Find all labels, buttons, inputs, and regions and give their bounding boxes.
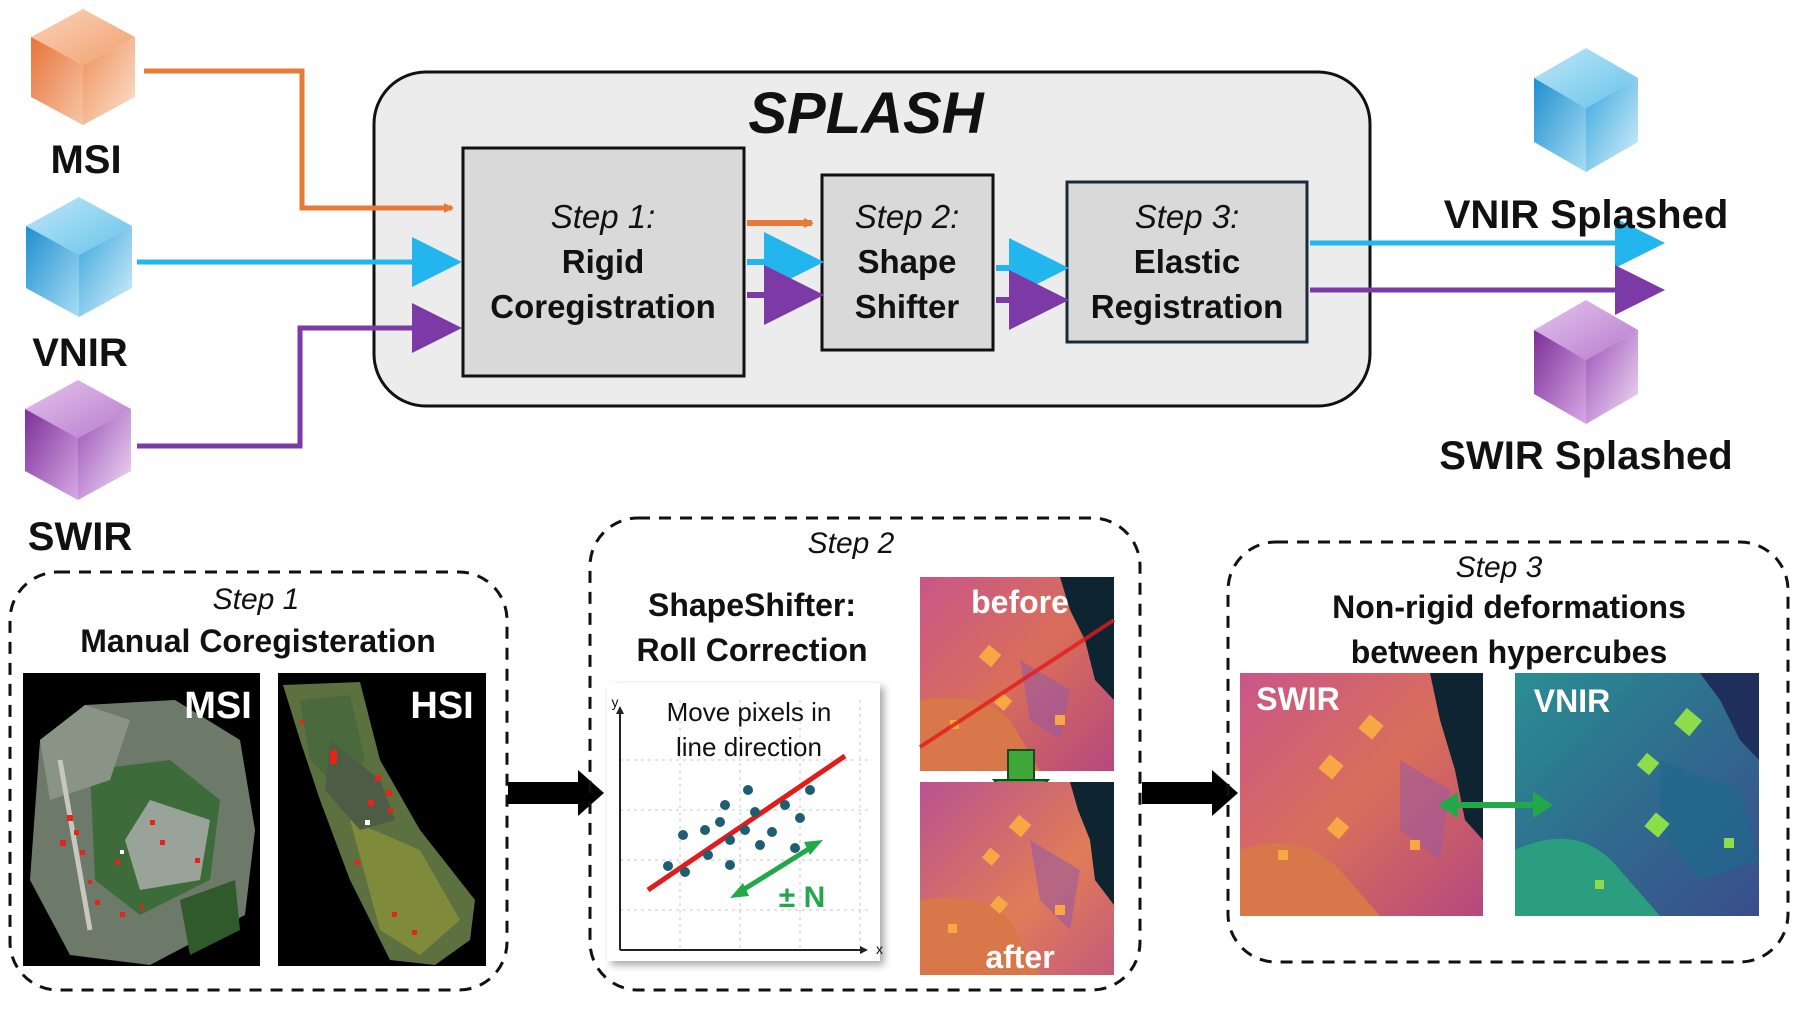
panel1-step: Step 1 <box>213 583 300 616</box>
swir-splashed-label: SWIR Splashed <box>1439 434 1732 478</box>
green-double-arrow-icon-2 <box>1438 792 1553 818</box>
step1-box <box>461 146 746 378</box>
panel3-title-line2: between hypercubes <box>1351 634 1668 670</box>
swir-cube-icon <box>25 380 131 500</box>
panel3-step: Step 3 <box>1456 551 1543 584</box>
splash-title: SPLASH <box>748 81 984 146</box>
step2-box <box>820 173 995 352</box>
msi-cube-icon <box>31 9 135 125</box>
vnir-cube-icon <box>26 197 132 317</box>
step2-line2: Shifter <box>855 288 960 325</box>
swir-splashed-cube-icon <box>1534 300 1638 424</box>
swir-image-label: SWIR <box>1256 681 1340 717</box>
shift-label: ± N <box>779 881 825 914</box>
panel3-frame <box>1226 540 1790 964</box>
vnir-label: VNIR <box>32 331 128 375</box>
panel1-title: Manual Coregisteration <box>80 623 436 659</box>
step1-line1: Rigid <box>562 243 644 280</box>
step3-label: Step 3: <box>1135 198 1240 235</box>
plot-axis-y: y <box>612 694 619 710</box>
panel2-step: Step 2 <box>808 527 895 560</box>
vnir-viridis-image <box>1515 673 1759 916</box>
vnir-splashed-label: VNIR Splashed <box>1444 193 1729 237</box>
right-arrow-icon-2 <box>1142 770 1238 816</box>
after-label: after <box>985 939 1054 975</box>
hsi-image <box>278 673 486 966</box>
before-label: before <box>971 584 1069 620</box>
panel2-title-line2: Roll Correction <box>636 632 867 668</box>
msi-label: MSI <box>50 138 121 182</box>
step1-line2: Coregistration <box>490 288 716 325</box>
vnir-image-label: VNIR <box>1534 683 1610 719</box>
step3-line2: Registration <box>1091 288 1284 325</box>
panel2-frame <box>588 516 1142 992</box>
swir-heatmap-image <box>1240 673 1483 916</box>
hsi-image-label: HSI <box>410 685 473 727</box>
msi-image <box>23 673 260 966</box>
panel1-frame <box>8 570 509 992</box>
vnir-splashed-cube-icon <box>1534 48 1638 172</box>
step1-label: Step 1: <box>551 198 656 235</box>
right-arrow-icon <box>508 770 604 816</box>
step2-label: Step 2: <box>855 198 960 235</box>
swir-label: SWIR <box>28 515 133 559</box>
fit-line <box>646 753 847 893</box>
step2-line1: Shape <box>857 243 956 280</box>
green-double-arrow-icon <box>730 840 823 898</box>
msi-image-label: MSI <box>184 685 252 727</box>
msi-arrow <box>144 68 454 213</box>
panel3-title-line1: Non-rigid deformations <box>1332 589 1686 625</box>
after-image <box>920 782 1114 975</box>
plot-text-line1: Move pixels in <box>667 697 832 727</box>
step3-box <box>1065 180 1309 344</box>
swir-arrow <box>137 303 462 449</box>
before-image <box>918 577 1116 771</box>
roll-scatter-plot <box>607 683 880 961</box>
plot-axis-x: x <box>876 941 883 957</box>
panel2-title-line1: ShapeShifter: <box>648 587 856 623</box>
step3-line1: Elastic <box>1134 243 1240 280</box>
plot-text-line2: line direction <box>676 732 822 762</box>
